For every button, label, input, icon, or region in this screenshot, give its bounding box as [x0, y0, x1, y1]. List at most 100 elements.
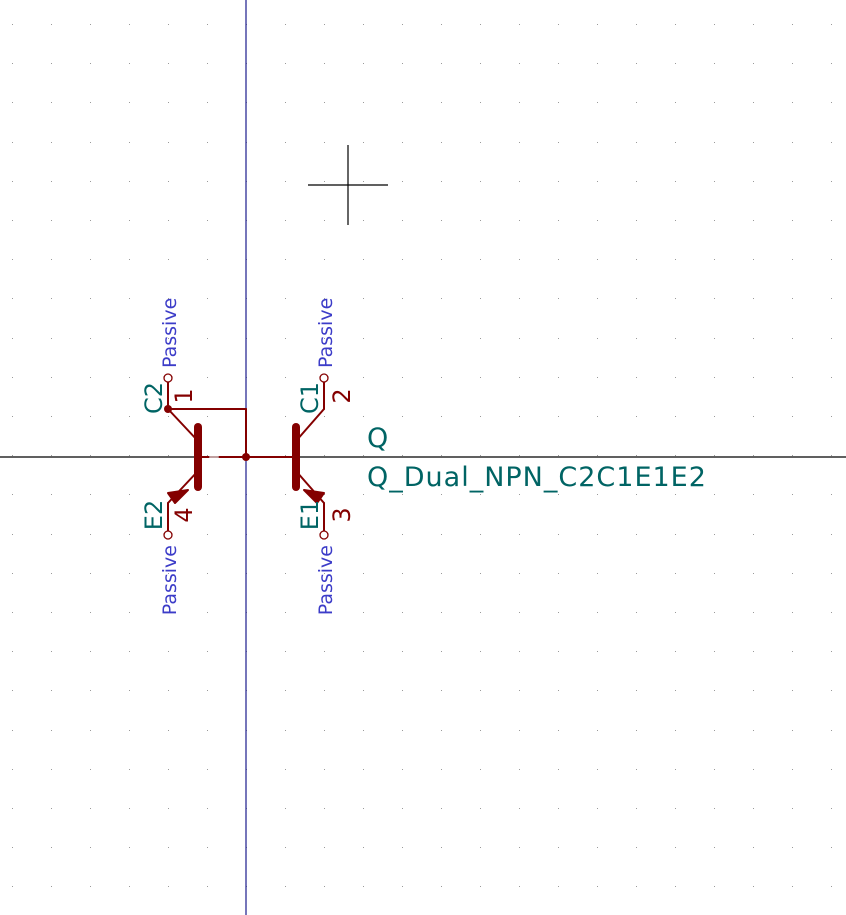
- grid-dot: [363, 573, 364, 574]
- grid-dot: [753, 534, 754, 535]
- grid-dot: [129, 651, 130, 652]
- grid-dot: [714, 808, 715, 809]
- grid-dot: [363, 259, 364, 260]
- grid-dot: [12, 455, 13, 456]
- grid-dot: [792, 455, 793, 456]
- grid-dot: [675, 298, 676, 299]
- grid-dot: [51, 142, 52, 143]
- grid-dot: [90, 181, 91, 182]
- value-field[interactable]: Q_Dual_NPN_C2C1E1E2: [367, 462, 707, 493]
- grid-dot: [792, 298, 793, 299]
- grid-dot: [597, 220, 598, 221]
- base-wiring: [167, 408, 297, 458]
- grid-dot: [597, 259, 598, 260]
- grid-dot: [519, 455, 520, 456]
- grid-dot: [636, 259, 637, 260]
- grid-dot: [51, 651, 52, 652]
- grid-dot: [480, 338, 481, 339]
- transistor-symbol[interactable]: [164, 397, 325, 516]
- grid-dot: [324, 690, 325, 691]
- grid-dot: [558, 769, 559, 770]
- grid-dot: [363, 102, 364, 103]
- grid-dot: [168, 651, 169, 652]
- grid-dot: [363, 690, 364, 691]
- grid-dot: [831, 416, 832, 417]
- grid-dot: [558, 63, 559, 64]
- grid-dot: [402, 102, 403, 103]
- grid-dot: [12, 377, 13, 378]
- grid-dot: [636, 298, 637, 299]
- grid-dot: [714, 886, 715, 887]
- grid-dot: [441, 63, 442, 64]
- grid-dot: [792, 24, 793, 25]
- grid-dot: [792, 769, 793, 770]
- grid-dot: [207, 24, 208, 25]
- grid-dot: [480, 142, 481, 143]
- grid-dot: [285, 455, 286, 456]
- grid-dot: [597, 573, 598, 574]
- grid-dot: [480, 612, 481, 613]
- grid-dot: [714, 377, 715, 378]
- grid-dot: [207, 259, 208, 260]
- grid-dot: [12, 416, 13, 417]
- grid-dot: [480, 455, 481, 456]
- grid-dot: [441, 220, 442, 221]
- grid-dot: [363, 534, 364, 535]
- grid-dot: [285, 338, 286, 339]
- grid-dot: [51, 886, 52, 887]
- pin-end-c2[interactable]: [163, 373, 173, 383]
- grid-dot: [714, 494, 715, 495]
- grid-dot: [441, 690, 442, 691]
- grid-dot: [714, 220, 715, 221]
- grid-dot: [480, 377, 481, 378]
- grid-dot: [51, 102, 52, 103]
- grid-dot: [363, 769, 364, 770]
- grid-dot: [441, 769, 442, 770]
- grid-dot: [363, 63, 364, 64]
- pin-end-e2[interactable]: [163, 530, 173, 540]
- reference-field[interactable]: Q: [367, 423, 388, 454]
- grid-dot: [441, 847, 442, 848]
- grid-dot: [792, 573, 793, 574]
- grid-dot: [714, 690, 715, 691]
- junction-dot-base: [242, 453, 250, 461]
- grid-dot: [519, 612, 520, 613]
- grid-dot: [285, 494, 286, 495]
- grid-dot: [519, 730, 520, 731]
- grid-dot: [324, 573, 325, 574]
- grid-dot: [597, 886, 598, 887]
- grid-dot: [129, 298, 130, 299]
- pin-end-c1[interactable]: [319, 373, 329, 383]
- grid-dot: [636, 847, 637, 848]
- grid-dot: [792, 847, 793, 848]
- grid-dot: [363, 847, 364, 848]
- grid-dot: [51, 534, 52, 535]
- grid-dot: [480, 416, 481, 417]
- grid-dot: [753, 181, 754, 182]
- grid-dot: [831, 63, 832, 64]
- grid-dot: [168, 24, 169, 25]
- grid-dot: [831, 455, 832, 456]
- grid-dot: [207, 494, 208, 495]
- grid-dot: [753, 298, 754, 299]
- grid-dot: [753, 220, 754, 221]
- grid-dot: [558, 298, 559, 299]
- grid-dot: [129, 690, 130, 691]
- grid-dot: [285, 416, 286, 417]
- pin-number-e1: 3: [328, 507, 356, 522]
- grid-dot: [792, 63, 793, 64]
- grid-dot: [285, 651, 286, 652]
- grid-dot: [597, 338, 598, 339]
- pin-end-e1[interactable]: [319, 530, 329, 540]
- grid-dot: [207, 612, 208, 613]
- grid-dot: [597, 769, 598, 770]
- grid-dot: [90, 220, 91, 221]
- grid-dot: [480, 24, 481, 25]
- grid-dot: [207, 730, 208, 731]
- grid-dot: [324, 63, 325, 64]
- grid-dot: [675, 142, 676, 143]
- grid-dot: [168, 847, 169, 848]
- grid-dot: [753, 612, 754, 613]
- pin-name-e2: E2: [140, 500, 168, 530]
